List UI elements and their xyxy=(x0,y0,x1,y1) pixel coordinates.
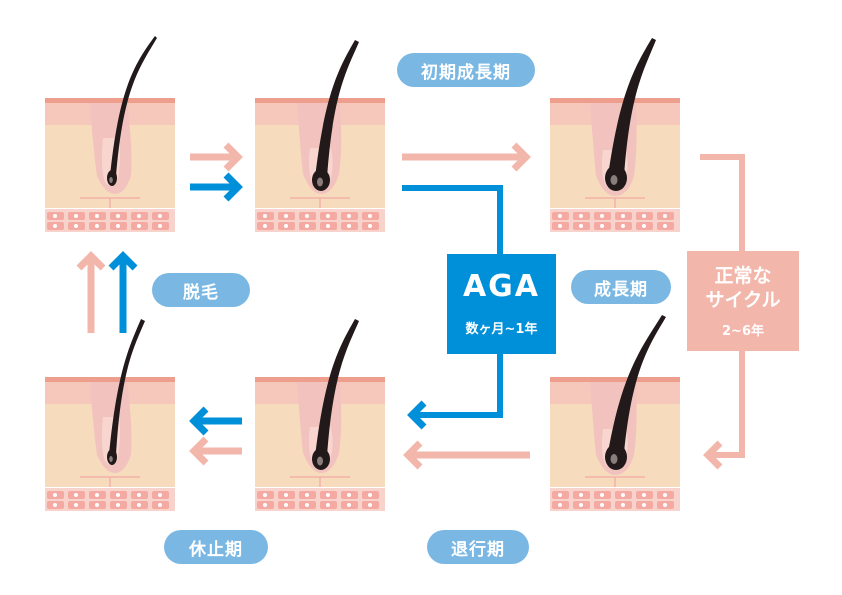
label-anagen: 成長期 xyxy=(571,270,671,304)
arrow-early-to-anagen-normal xyxy=(402,142,531,172)
arrow-telogen-to-shedding-aga xyxy=(108,251,138,333)
label-early-anagen: 初期成長期 xyxy=(397,53,535,87)
normal-cycle-arrowhead xyxy=(703,440,723,470)
arrow-catagen-to-telogen-normal xyxy=(189,436,242,466)
aga-title: AGA xyxy=(462,269,541,304)
arrow-shedding-to-early-normal xyxy=(190,142,243,172)
normal-cycle-box: 正常な サイクル 2~6年 xyxy=(687,251,799,351)
label-shedding: 脱毛 xyxy=(152,273,250,307)
hair-tile-early-anagen xyxy=(254,40,386,234)
label-telogen: 休止期 xyxy=(164,530,268,564)
arrow-telogen-to-shedding-normal xyxy=(76,251,106,333)
aga-cycle-box: AGA 数ヶ月~1年 xyxy=(447,254,556,354)
arrow-shedding-to-early-aga xyxy=(190,172,243,202)
label-catagen: 退行期 xyxy=(427,530,529,564)
hair-tile-catagen-late xyxy=(549,315,681,513)
normal-cycle-line2: サイクル xyxy=(705,289,781,311)
aga-arrowhead xyxy=(407,400,427,430)
hair-tile-catagen-early xyxy=(254,319,386,513)
normal-cycle-line1: 正常な xyxy=(714,265,772,287)
arrow-anagen-to-catagen-normal xyxy=(403,440,530,470)
normal-cycle-duration: 2~6年 xyxy=(722,324,764,339)
arrow-catagen-to-telogen-aga xyxy=(189,406,242,436)
hair-tile-anagen xyxy=(549,38,681,234)
hair-tile-telogen xyxy=(44,319,176,513)
aga-duration: 数ヶ月~1年 xyxy=(465,322,538,337)
hair-tile-shedding xyxy=(44,36,176,234)
